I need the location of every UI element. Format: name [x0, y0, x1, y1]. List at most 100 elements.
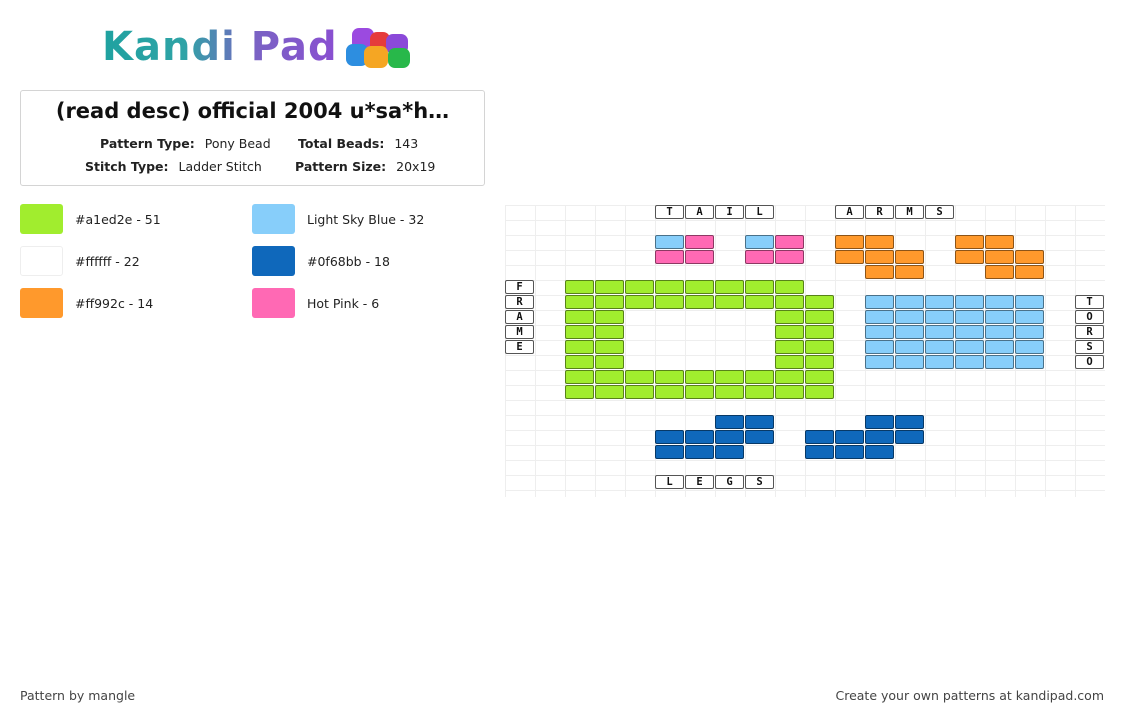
- pattern-size-label: Pattern Size:: [295, 159, 387, 174]
- bead: [895, 340, 924, 354]
- bead: [1015, 310, 1044, 324]
- bead: [745, 430, 774, 444]
- section-label-letter: E: [685, 475, 714, 489]
- bead: [625, 295, 654, 309]
- bead: [865, 310, 894, 324]
- bead: [595, 295, 624, 309]
- bead: [715, 385, 744, 399]
- bead: [565, 295, 594, 309]
- bead: [595, 325, 624, 339]
- bead: [865, 295, 894, 309]
- color-swatch: [252, 288, 295, 318]
- total-beads-label: Total Beads:: [298, 136, 385, 151]
- kandipad-link[interactable]: Create your own patterns at kandipad.com: [835, 688, 1104, 703]
- bead: [1015, 295, 1044, 309]
- bead: [985, 265, 1014, 279]
- bead: [655, 385, 684, 399]
- bead: [775, 385, 804, 399]
- bead: [715, 415, 744, 429]
- bead: [715, 370, 744, 384]
- bead: [685, 250, 714, 264]
- bead: [775, 280, 804, 294]
- legend-item: Light Sky Blue - 32: [252, 204, 424, 234]
- bead: [685, 295, 714, 309]
- bead: [1015, 325, 1044, 339]
- bead: [895, 415, 924, 429]
- bead: [685, 430, 714, 444]
- bead: [835, 445, 864, 459]
- pattern-type: Pattern Type: Pony Bead: [100, 136, 271, 151]
- bead: [895, 325, 924, 339]
- bead: [805, 355, 834, 369]
- bead: [985, 340, 1014, 354]
- bead: [775, 295, 804, 309]
- bead: [895, 265, 924, 279]
- color-swatch: [252, 204, 295, 234]
- section-label-letter: F: [505, 280, 534, 294]
- section-label-letter: I: [715, 205, 744, 219]
- bead: [925, 295, 954, 309]
- bead: [745, 250, 774, 264]
- section-label-letter: S: [1075, 340, 1104, 354]
- bead: [805, 445, 834, 459]
- bead: [565, 355, 594, 369]
- section-label-letter: R: [1075, 325, 1104, 339]
- pattern-type-label: Pattern Type:: [100, 136, 195, 151]
- pattern-title: (read desc) official 2004 u*sa*h…: [55, 99, 450, 123]
- bead: [685, 445, 714, 459]
- section-label-letter: L: [655, 475, 684, 489]
- bead: [895, 355, 924, 369]
- bead: [865, 250, 894, 264]
- section-label-letter: A: [685, 205, 714, 219]
- legend-item: #0f68bb - 18: [252, 246, 390, 276]
- bead: [745, 295, 774, 309]
- bead: [655, 370, 684, 384]
- bead: [775, 355, 804, 369]
- kandipad-logo[interactable]: Kandi Pad: [102, 24, 422, 70]
- section-label-letter: R: [505, 295, 534, 309]
- bead: [655, 295, 684, 309]
- bead: [835, 430, 864, 444]
- color-swatch: [20, 288, 63, 318]
- legend-item: #ff992c - 14: [20, 288, 153, 318]
- bead: [955, 235, 984, 249]
- bead: [805, 430, 834, 444]
- bead: [595, 340, 624, 354]
- color-swatch: [20, 246, 63, 276]
- bead: [805, 325, 834, 339]
- section-label-letter: M: [895, 205, 924, 219]
- bead: [865, 355, 894, 369]
- section-label-letter: G: [715, 475, 744, 489]
- bead: [955, 340, 984, 354]
- bead: [625, 280, 654, 294]
- legend-label: Hot Pink - 6: [307, 295, 380, 311]
- section-label-letter: R: [865, 205, 894, 219]
- bead: [775, 370, 804, 384]
- bead: [775, 325, 804, 339]
- bead: [985, 295, 1014, 309]
- bead: [925, 325, 954, 339]
- legend-label: #ff992c - 14: [75, 295, 154, 311]
- bead: [595, 280, 624, 294]
- bead: [955, 295, 984, 309]
- bead: [925, 355, 954, 369]
- bead: [715, 430, 744, 444]
- bead: [955, 325, 984, 339]
- section-label-letter: S: [925, 205, 954, 219]
- bead: [865, 340, 894, 354]
- bead: [985, 250, 1014, 264]
- section-label-letter: A: [835, 205, 864, 219]
- bead: [745, 280, 774, 294]
- bead: [745, 370, 774, 384]
- bead: [685, 235, 714, 249]
- legend-label: #0f68bb - 18: [307, 253, 390, 269]
- bead: [595, 310, 624, 324]
- bead: [655, 430, 684, 444]
- legend-item: #ffffff - 22: [20, 246, 140, 276]
- total-beads: Total Beads:143: [298, 136, 418, 151]
- section-label-letter: S: [745, 475, 774, 489]
- section-label-letter: T: [1075, 295, 1104, 309]
- pattern-type-value: Pony Bead: [204, 136, 271, 151]
- bead: [865, 445, 894, 459]
- bead: [715, 445, 744, 459]
